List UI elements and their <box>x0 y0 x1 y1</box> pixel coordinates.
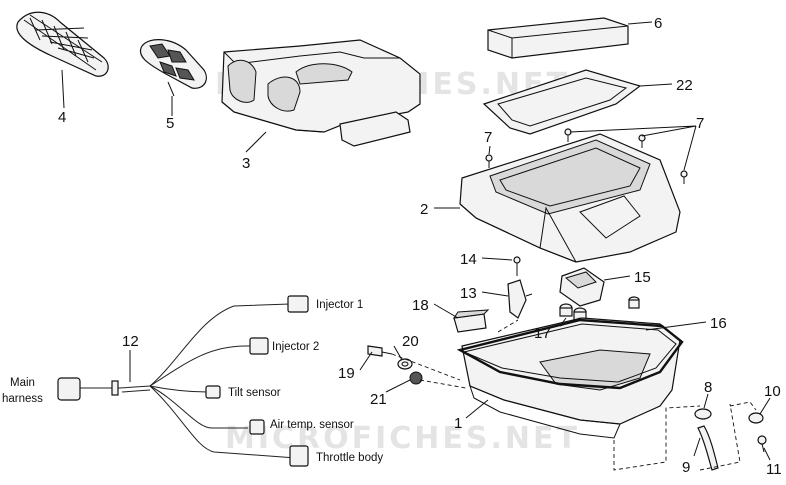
callout-7-right: 7 <box>696 115 704 132</box>
callout-14: 14 <box>460 251 477 268</box>
part-20-washer[interactable] <box>397 358 413 370</box>
screw-7-right2[interactable] <box>680 170 688 184</box>
callout-10: 10 <box>764 383 781 400</box>
callout-17: 17 <box>534 325 551 342</box>
part-16-seal[interactable] <box>456 318 684 390</box>
callout-9: 9 <box>682 459 690 476</box>
callout-18: 18 <box>412 297 429 314</box>
label-main-harness-1: Main <box>10 377 35 389</box>
part-21-nut[interactable] <box>409 371 423 385</box>
callout-4: 4 <box>58 109 66 126</box>
part-3-airbox-cover[interactable] <box>221 39 421 147</box>
watermark-bottom: MICROFICHES.NET <box>225 421 580 456</box>
part-10-clamp[interactable] <box>748 412 764 424</box>
callout-11: 11 <box>766 461 782 478</box>
part-15-sensor[interactable] <box>559 267 605 307</box>
callout-12: 12 <box>122 333 139 350</box>
callout-5: 5 <box>166 115 174 132</box>
callout-7-left: 7 <box>484 129 492 146</box>
callout-22: 22 <box>676 77 693 94</box>
part-4-intake-grille[interactable] <box>16 11 109 77</box>
part-19-fitting[interactable] <box>367 345 393 357</box>
leader-lines <box>61 21 771 461</box>
callout-3: 3 <box>242 155 250 172</box>
callout-16: 16 <box>710 315 727 332</box>
callout-8: 8 <box>704 379 712 396</box>
callout-21: 21 <box>370 391 387 408</box>
part-11-screw[interactable] <box>757 435 767 453</box>
part-5-grille-insert[interactable] <box>139 39 207 97</box>
part-13-valve[interactable] <box>507 279 533 319</box>
screw-7-mid[interactable] <box>564 128 572 142</box>
part-14-screw[interactable] <box>513 256 521 276</box>
callout-1: 1 <box>454 415 462 432</box>
screw-7-right1[interactable] <box>638 134 646 148</box>
wiring-harness-12[interactable] <box>57 295 309 467</box>
part-8-clamp[interactable] <box>694 408 712 420</box>
callout-6: 6 <box>654 15 662 32</box>
callout-20: 20 <box>402 333 419 350</box>
label-main-harness-2: harness <box>2 393 43 405</box>
part-17-grommets[interactable] <box>559 296 640 321</box>
callout-13: 13 <box>460 285 477 302</box>
label-throttle-body: Throttle body <box>316 452 383 464</box>
part-6-filter-block[interactable] <box>487 17 629 59</box>
part-2-airbox-upper[interactable] <box>459 133 681 263</box>
callout-2: 2 <box>420 201 428 218</box>
callout-15: 15 <box>634 269 651 286</box>
callout-19: 19 <box>338 365 355 382</box>
part-22-filter-frame[interactable] <box>482 69 642 135</box>
part-7-screws[interactable] <box>485 128 688 184</box>
screw-7-left[interactable] <box>485 154 493 168</box>
label-injector-2: Injector 2 <box>272 341 319 353</box>
label-air-temp-sensor: Air temp. sensor <box>270 419 354 431</box>
part-9-hose[interactable] <box>697 425 719 471</box>
part-18-block[interactable] <box>452 309 490 333</box>
label-injector-1: Injector 1 <box>316 299 363 311</box>
label-tilt-sensor: Tilt sensor <box>228 387 281 399</box>
